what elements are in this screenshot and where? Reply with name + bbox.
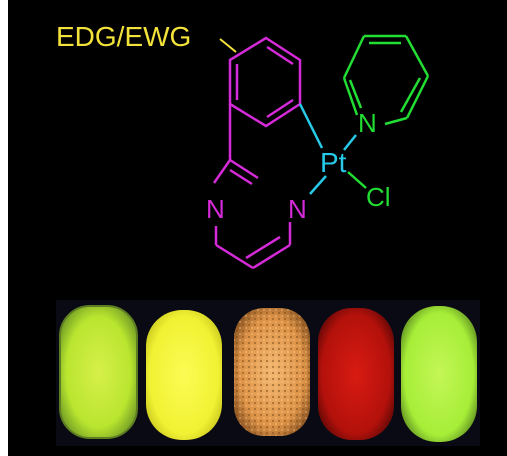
sample-photo bbox=[56, 300, 480, 446]
pt-c-bond bbox=[298, 103, 324, 149]
substituent-pointer bbox=[219, 38, 237, 53]
pyrimidine-ring bbox=[212, 158, 292, 270]
structure-diagram: EDG/EWG N N bbox=[56, 21, 480, 446]
sample-1 bbox=[59, 305, 138, 439]
sample-4 bbox=[318, 308, 394, 440]
sample-2 bbox=[146, 310, 222, 440]
sample-5 bbox=[401, 306, 477, 442]
pyridine-n-label: N bbox=[358, 108, 377, 138]
pt-n-pyridine-bond bbox=[343, 134, 357, 151]
phenyl-ring bbox=[228, 36, 302, 128]
pt-cl-bond bbox=[347, 171, 367, 189]
pyrimidine-n2-label: N bbox=[288, 194, 307, 224]
pyrimidine-n1-label: N bbox=[206, 194, 225, 224]
pt-n-pyrimidine-bond bbox=[309, 175, 327, 195]
sample-3-texture bbox=[234, 308, 310, 436]
halide-label: Cl bbox=[366, 182, 391, 212]
metal-label: Pt bbox=[320, 147, 347, 178]
substituent-label: EDG/EWG bbox=[56, 21, 191, 52]
figure-panel: EDG/EWG N N bbox=[8, 0, 507, 456]
pyridine-ring bbox=[342, 34, 430, 126]
